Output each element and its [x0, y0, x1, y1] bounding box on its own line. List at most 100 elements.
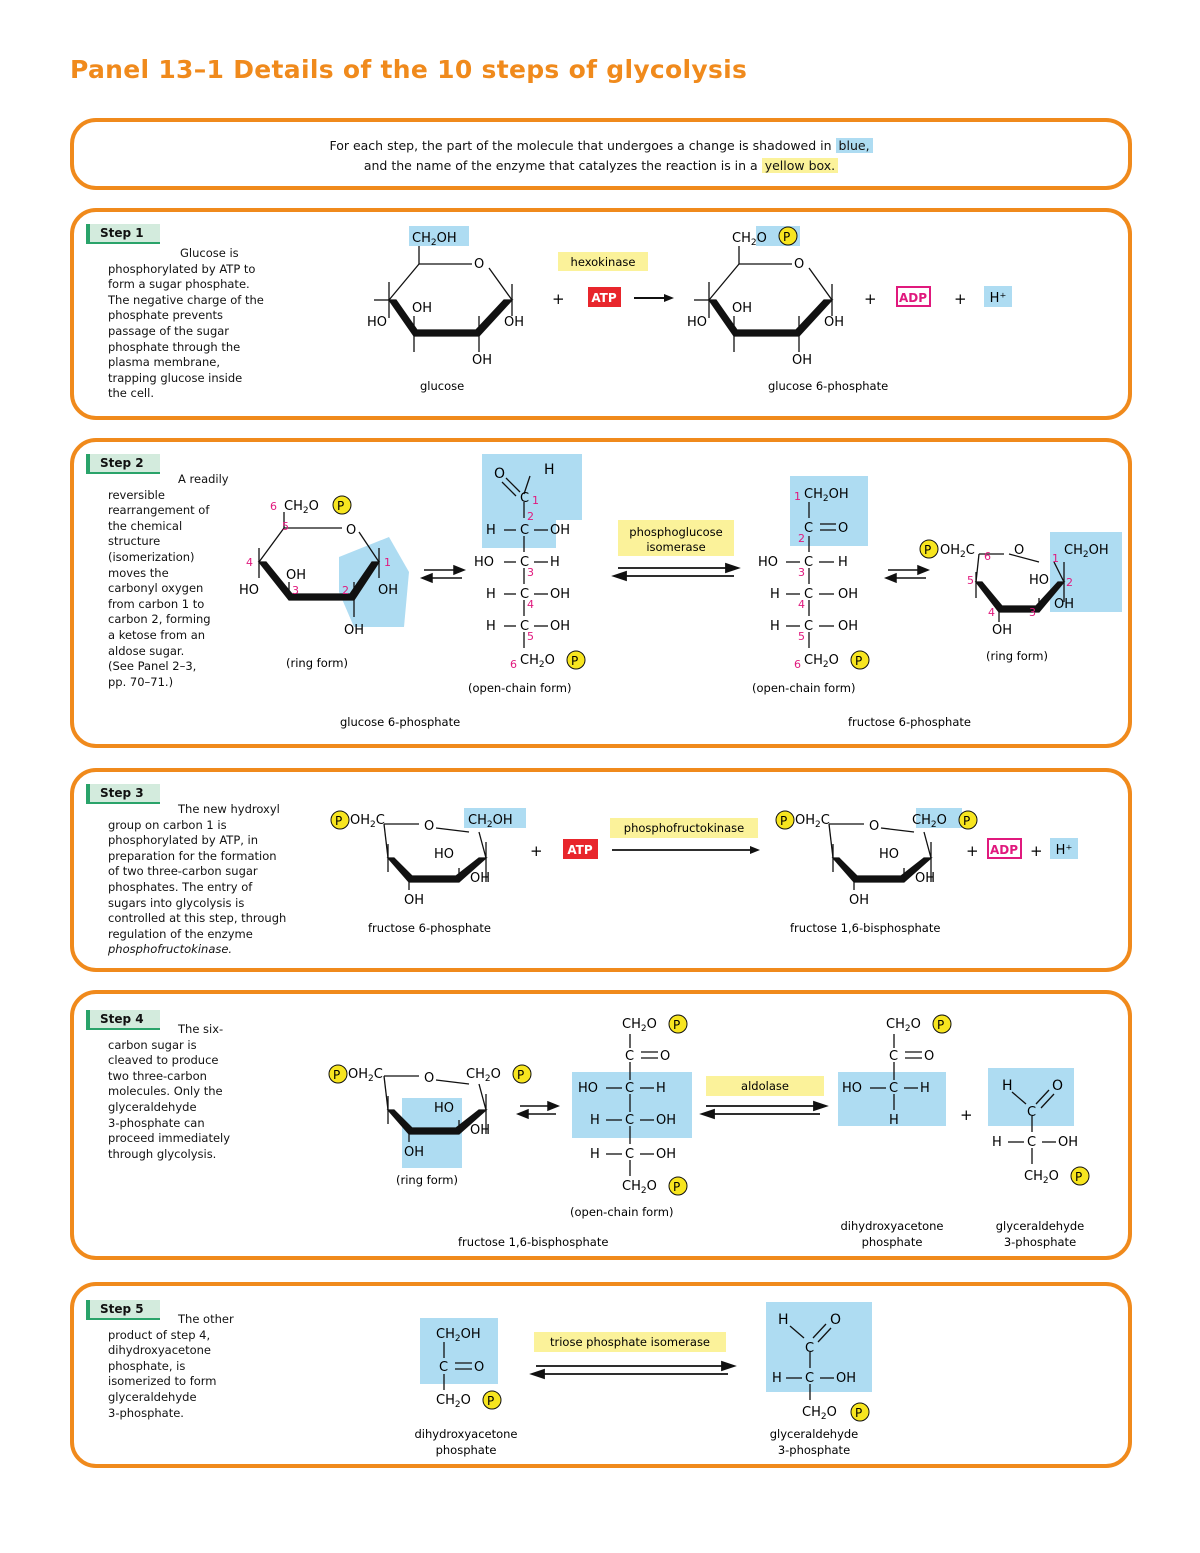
step-4-diagram: P OH2C O CH2O P HO OH OH (ring form) CH2…: [328, 1014, 1090, 1249]
svg-text:OH: OH: [792, 353, 812, 368]
svg-text:OH: OH: [472, 353, 492, 368]
svg-text:+: +: [530, 842, 543, 860]
svg-text:(open-chain form): (open-chain form): [468, 681, 571, 695]
svg-text:dihydroxyacetone: dihydroxyacetone: [840, 1219, 943, 1233]
svg-text:CH2OH: CH2OH: [804, 487, 849, 504]
svg-text:HO: HO: [434, 847, 454, 862]
svg-text:C: C: [520, 619, 529, 634]
svg-text:5: 5: [967, 574, 974, 587]
svg-text:C: C: [625, 1147, 634, 1162]
svg-text:OH2C: OH2C: [940, 543, 975, 560]
intro-line1: For each step, the part of the molecule …: [329, 138, 832, 153]
svg-text:fructose 6-phosphate: fructose 6-phosphate: [848, 715, 971, 729]
svg-text:+: +: [960, 1106, 973, 1124]
svg-text:glyceraldehyde: glyceraldehyde: [770, 1427, 859, 1441]
svg-text:OH2C: OH2C: [350, 813, 385, 830]
svg-text:CH2O: CH2O: [520, 653, 555, 670]
svg-text:C: C: [804, 521, 813, 536]
svg-text:3: 3: [1029, 606, 1036, 619]
svg-text:HO: HO: [1029, 573, 1049, 588]
step-3-diagram: P OH2C O CH2OH HO OH OH fructose 6-phosp…: [330, 808, 1078, 935]
svg-text:3: 3: [527, 566, 534, 579]
svg-text:O: O: [424, 1071, 434, 1086]
svg-text:O: O: [424, 819, 434, 834]
intro-panel: For each step, the part of the molecule …: [70, 118, 1132, 190]
svg-text:+: +: [954, 290, 967, 308]
svg-text:(ring form): (ring form): [986, 649, 1048, 663]
svg-text:H: H: [486, 587, 496, 602]
svg-text:3-phosphate: 3-phosphate: [778, 1443, 850, 1457]
svg-text:4: 4: [246, 556, 253, 569]
svg-text:4: 4: [798, 598, 805, 611]
svg-text:CH2OH: CH2OH: [1064, 543, 1109, 560]
h-plus-box: [984, 286, 1012, 307]
svg-text:CH2OH: CH2OH: [436, 1327, 481, 1344]
svg-text:HO: HO: [474, 555, 494, 570]
svg-text:2: 2: [342, 584, 349, 597]
svg-text:OH: OH: [412, 301, 432, 316]
svg-text:P: P: [335, 814, 342, 828]
svg-text:OH: OH: [656, 1147, 676, 1162]
step-1-diagram: CH2OH O HO OH OH OH glucose + hexokinase…: [367, 226, 1012, 393]
svg-text:fructose 1,6-bisphosphate: fructose 1,6-bisphosphate: [458, 1235, 608, 1249]
svg-text:6: 6: [510, 658, 517, 671]
svg-text:HO: HO: [367, 315, 387, 330]
triose-phosphate-isomerase-box: [534, 1332, 726, 1352]
svg-text:OH: OH: [404, 893, 424, 908]
svg-text:O: O: [660, 1049, 670, 1064]
svg-text:CH2O: CH2O: [436, 1393, 471, 1410]
svg-text:1: 1: [794, 490, 801, 503]
svg-text:4: 4: [988, 606, 995, 619]
svg-text:H: H: [486, 523, 496, 538]
svg-text:O: O: [924, 1049, 934, 1064]
svg-text:4: 4: [527, 598, 534, 611]
step-3-description: The new hydroxyl group on carbon 1 is ph…: [108, 802, 287, 957]
step-2-panel: Step 2 A readily reversible rearrangemen…: [70, 438, 1132, 748]
svg-text:P: P: [963, 814, 970, 828]
svg-text:P: P: [487, 1394, 494, 1408]
svg-text:P: P: [1075, 1170, 1082, 1184]
svg-text:HO: HO: [434, 1101, 454, 1116]
svg-text:6: 6: [984, 550, 991, 563]
svg-text:CH2O: CH2O: [1024, 1169, 1059, 1186]
svg-text:O: O: [869, 819, 879, 834]
svg-text:H: H: [770, 587, 780, 602]
step-1-description: Glucose is phosphorylated by ATP to form…: [108, 246, 264, 401]
svg-text:CH2OH: CH2OH: [468, 813, 513, 830]
svg-text:H: H: [920, 1081, 930, 1096]
svg-text:(open-chain form): (open-chain form): [570, 1205, 673, 1219]
svg-text:2: 2: [527, 510, 534, 523]
svg-text:C: C: [625, 1113, 634, 1128]
step-2-description: A readily reversible rearrangement of th…: [108, 472, 229, 689]
phosphoglucose-isomerase-box: [618, 520, 734, 556]
svg-text:H⁺: H⁺: [990, 291, 1007, 306]
svg-text:C: C: [804, 555, 813, 570]
svg-text:ATP: ATP: [591, 291, 617, 305]
svg-text:H: H: [486, 619, 496, 634]
svg-text:aldolase: aldolase: [741, 1079, 789, 1093]
svg-text:CH2O: CH2O: [732, 231, 767, 248]
svg-text:P: P: [937, 1018, 944, 1032]
svg-text:OH: OH: [504, 315, 524, 330]
svg-text:+: +: [1030, 842, 1043, 860]
svg-text:CH2O: CH2O: [886, 1017, 921, 1034]
svg-text:5: 5: [798, 630, 805, 643]
svg-text:6: 6: [794, 658, 801, 671]
svg-text:HO: HO: [879, 847, 899, 862]
svg-text:OH: OH: [824, 315, 844, 330]
svg-text:phosphate: phosphate: [436, 1443, 497, 1457]
svg-text:CH2O: CH2O: [284, 499, 319, 516]
svg-text:C: C: [439, 1360, 448, 1375]
svg-text:glyceraldehyde: glyceraldehyde: [996, 1219, 1085, 1233]
svg-text:H⁺: H⁺: [1056, 843, 1073, 858]
svg-text:6: 6: [270, 500, 277, 513]
svg-text:P: P: [783, 230, 790, 244]
step-2-tag: Step 2: [86, 454, 160, 474]
svg-text:triose phosphate isomerase: triose phosphate isomerase: [550, 1335, 710, 1349]
svg-text:C: C: [1027, 1105, 1036, 1120]
svg-text:fructose 6-phosphate: fructose 6-phosphate: [368, 921, 491, 935]
step-5-description: The other product of step 4, dihydroxyac…: [108, 1312, 234, 1420]
svg-text:P: P: [780, 814, 787, 828]
step-1-panel: Step 1 Glucose is phosphorylated by ATP …: [70, 208, 1132, 420]
step-5-tag: Step 5: [86, 1300, 160, 1320]
